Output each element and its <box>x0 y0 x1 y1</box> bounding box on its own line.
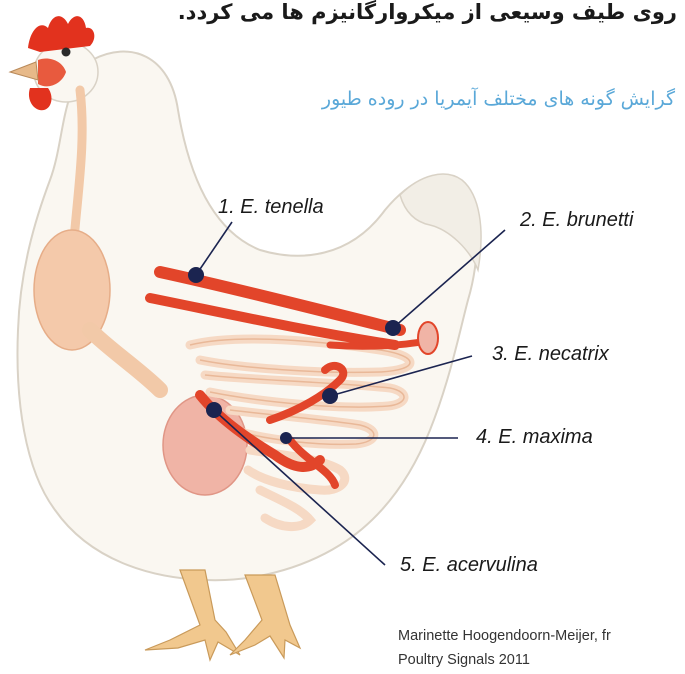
label-tenella: 1. E. tenella <box>218 196 324 219</box>
cloaca <box>418 322 438 354</box>
marker-maxima <box>280 432 292 444</box>
wattle <box>29 88 52 110</box>
beak <box>10 62 38 80</box>
label-maxima: 4. E. maxima <box>476 426 593 449</box>
label-brunetti: 2. E. brunetti <box>520 209 633 232</box>
label-acervulina: 5. E. acervulina <box>400 554 538 577</box>
marker-necatrix <box>322 388 338 404</box>
comb <box>28 16 94 52</box>
legs <box>145 570 300 660</box>
label-necatrix: 3. E. necatrix <box>492 343 609 366</box>
marker-tenella <box>188 267 204 283</box>
eye <box>62 48 71 57</box>
credit-line-1: Marinette Hoogendoorn-Meijer, fr <box>398 624 611 648</box>
marker-brunetti <box>385 320 401 336</box>
credit-line-2: Poultry Signals 2011 <box>398 648 611 672</box>
credit: Marinette Hoogendoorn-Meijer, fr Poultry… <box>398 624 611 672</box>
marker-acervulina <box>206 402 222 418</box>
